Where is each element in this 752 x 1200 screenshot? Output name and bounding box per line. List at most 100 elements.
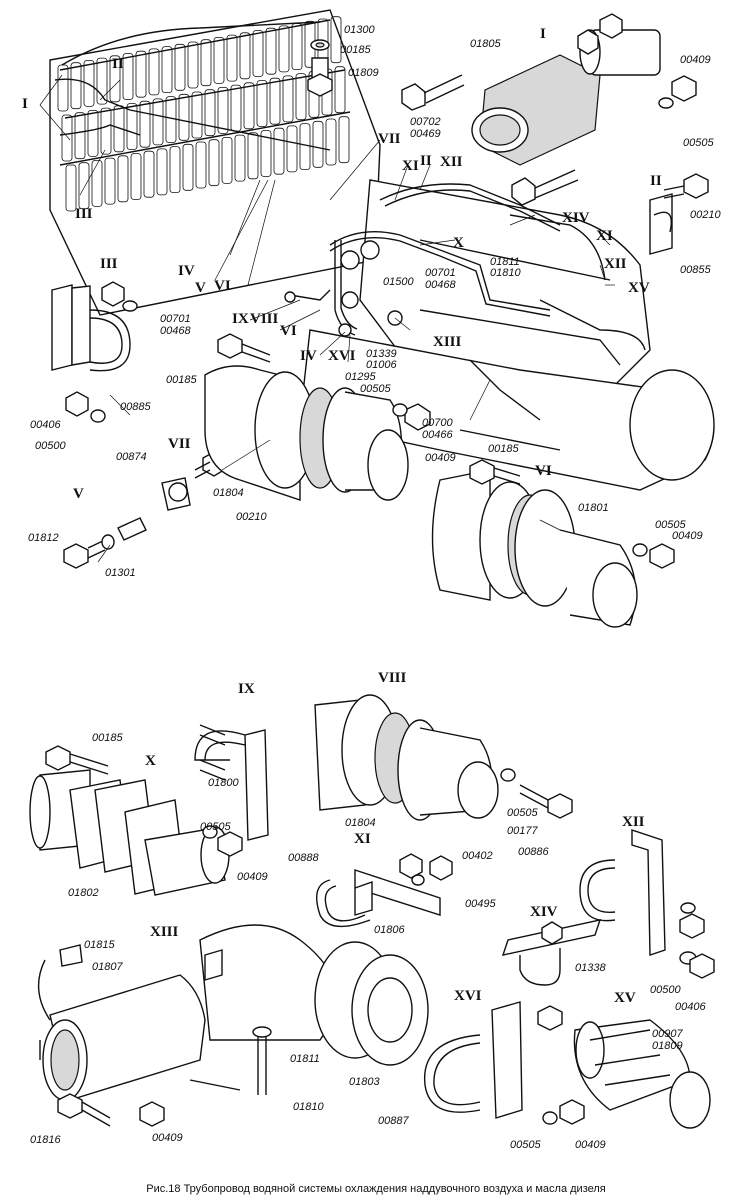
part-number-label: 00700 [422, 417, 453, 429]
detail-view-roman-label: XI [402, 158, 419, 174]
detail-view-roman-label: XIV [530, 904, 558, 920]
part-number-label: 00409 [425, 452, 456, 464]
detail-view-roman-label: IV [300, 348, 317, 364]
part-number-label: 01816 [30, 1134, 61, 1146]
radiator-fin [109, 55, 121, 103]
part-number-label: 00409 [237, 871, 268, 883]
radiator-fin [104, 157, 116, 205]
radiator-fin [148, 48, 160, 96]
clamp-II [649, 173, 709, 255]
part-number-label: 01812 [28, 532, 59, 544]
detail-view-roman-label: XII [604, 256, 627, 272]
part-number-label: 00886 [518, 846, 549, 858]
radiator-fin [152, 98, 164, 146]
radiator-fin [143, 150, 155, 198]
part-number-label: 01809 [348, 67, 379, 79]
part-number-label: 01802 [68, 887, 99, 899]
radiator-fin [247, 132, 259, 180]
radiator-fin [325, 118, 337, 166]
radiator-fin [200, 39, 212, 87]
radiator-bank [49, 9, 381, 316]
part-number-label: 01810 [490, 267, 521, 279]
detail-view-roman-label: III [75, 206, 93, 222]
part-number-label: 00888 [288, 852, 319, 864]
radiator-fin [256, 80, 268, 127]
part-number-label: 00702 [410, 116, 441, 128]
detail-view-roman-label: I [540, 26, 546, 42]
detail-view-roman-label: V [195, 280, 206, 296]
radiator-fin [295, 73, 307, 120]
radiator-fin [243, 82, 255, 130]
radiator-fin [156, 148, 168, 196]
part-number-label: 01811 [290, 1053, 320, 1065]
detail-VIII [314, 694, 573, 821]
detail-view-roman-label: XII [622, 814, 645, 830]
radiator-fin [204, 89, 216, 137]
part-number-label: 00907 [652, 1028, 683, 1040]
part-number-label: 00505 [360, 383, 391, 395]
radiator-fin [135, 50, 147, 98]
part-number-label: 01805 [470, 38, 501, 50]
part-number-label: 00495 [465, 898, 496, 910]
detail-view-roman-label: XV [614, 990, 636, 1006]
part-number-label: 00505 [200, 821, 231, 833]
part-number-label: 00185 [488, 443, 519, 455]
radiator-fin [78, 162, 90, 210]
flange-01804-main [204, 333, 431, 501]
part-number-label: 00409 [680, 54, 711, 66]
leader-lines [39, 74, 615, 563]
radiator-fin [126, 103, 138, 150]
part-number-label: 00500 [650, 984, 681, 996]
detail-view-roman-label: XII [440, 154, 463, 170]
radiator-fin [65, 164, 77, 212]
part-number-label: 01803 [349, 1076, 380, 1088]
part-number-label: 00500 [35, 440, 66, 452]
detail-view-roman-label: XV [628, 280, 650, 296]
radiator-fin [217, 87, 229, 134]
part-number-label: 01804 [345, 817, 376, 829]
part-number-label: 00701 [425, 267, 456, 279]
radiator-fin [195, 141, 207, 189]
part-number-label: 00468 [160, 325, 191, 337]
radiator-fin [61, 114, 73, 162]
detail-view-roman-label: VIII [250, 311, 279, 327]
detail-view-roman-label: XI [354, 831, 371, 847]
part-number-label: 00855 [680, 264, 711, 276]
radiator-fin [174, 43, 186, 91]
detail-view-roman-label: X [145, 753, 156, 769]
detail-XIII [37, 924, 429, 1127]
flange-01801 [431, 459, 675, 628]
part-number-label: 01301 [105, 567, 136, 579]
part-number-label: 01804 [213, 487, 244, 499]
radiator-fin [239, 32, 251, 80]
radiator-fin [282, 75, 294, 123]
detail-view-roman-label: IX [232, 311, 249, 327]
part-number-label: 00402 [462, 850, 493, 862]
detail-view-roman-label: I [22, 96, 28, 112]
part-number-label: 01810 [293, 1101, 324, 1113]
part-number-label: 01809 [652, 1040, 683, 1052]
part-number-label: 00468 [425, 279, 456, 291]
part-number-label: 00185 [166, 374, 197, 386]
bracket-III [51, 281, 138, 423]
detail-X [29, 745, 243, 896]
part-number-label: 00505 [683, 137, 714, 149]
radiator-fin [96, 57, 108, 105]
detail-view-roman-label: XVI [328, 348, 356, 364]
detail-view-roman-label: VII [378, 131, 401, 147]
part-number-label: 00185 [340, 44, 371, 56]
detail-view-roman-label: V [73, 486, 84, 502]
detail-view-roman-label: X [453, 235, 464, 251]
part-number-label: 00505 [510, 1139, 541, 1151]
fitting-V [63, 517, 147, 569]
part-number-label: 00406 [675, 1001, 706, 1013]
part-number-label: 00409 [672, 530, 703, 542]
part-number-label: 00210 [690, 209, 721, 221]
detail-view-roman-label: XI [596, 228, 613, 244]
radiator-fin [178, 93, 190, 141]
radiator-fin [74, 112, 86, 160]
radiator-fin [70, 62, 82, 110]
radiator-fin [87, 110, 99, 157]
detail-view-roman-label: IV [178, 263, 195, 279]
